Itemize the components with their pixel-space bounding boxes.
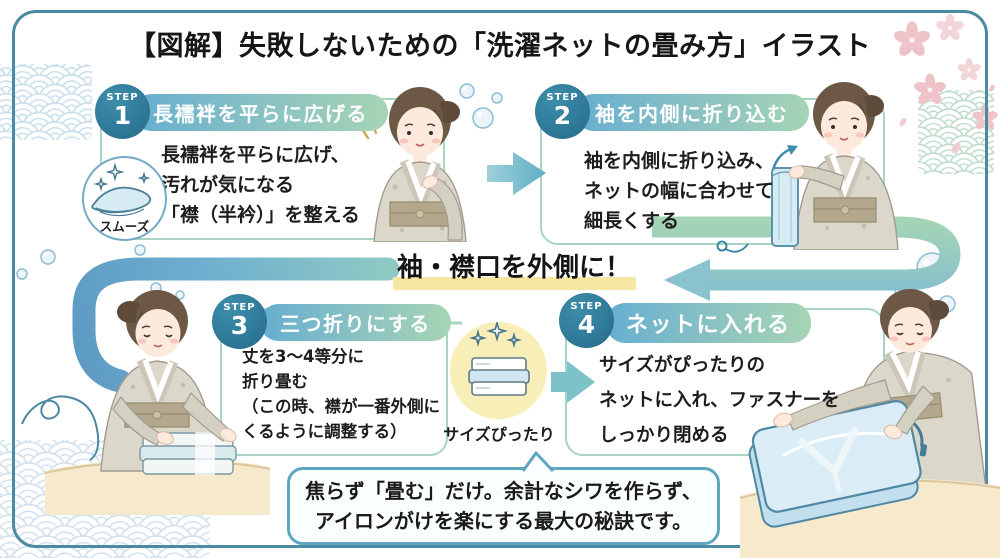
step1-heading: 長襦袢を平らに広げる (153, 102, 368, 126)
step1-body-line: 長襦袢を平らに広げ、 (161, 144, 350, 166)
step3-body-line: 丈を3〜4等分に (242, 347, 364, 366)
step2-heading: 袖を内側に折り込む (595, 102, 789, 126)
step2-body-line: 細長くする (584, 210, 680, 233)
step3-body: 丈を3〜4等分に 折り畳む （この時、襟が一番外側に くるように調整する） (242, 344, 440, 444)
woman4-scene (739, 289, 1000, 558)
step1-badge: STEP 1 (95, 84, 150, 139)
footer-note: 焦らず「畳む」だけ。余計なシワを作らず、 アイロンがけを楽にする最大の秘訣です。 (287, 467, 720, 545)
folded-nagajuban-strip (771, 167, 799, 247)
flow-banner: 袖・襟口を外側に！ (393, 247, 636, 290)
fit-size-badge (450, 320, 547, 419)
step3-heading-pill: 三つ折りにする (260, 304, 451, 341)
step1-body-line: 「襟（半衿）」を整える (161, 204, 360, 227)
fit-size-caption: サイズぴったり (443, 425, 555, 444)
step3-body-line: 折り畳む (242, 372, 308, 392)
step2-body-line: 袖を内側に折り込み、 (584, 150, 775, 172)
step4-badge-word: STEP (570, 301, 603, 313)
step2-heading-pill: 袖を内側に折り込む (575, 94, 809, 131)
step1-woman-illustration (373, 87, 467, 242)
step4-body-line: ネットに入れ、ファスナーを (599, 390, 840, 412)
note-tail (521, 451, 555, 472)
step2-body-line: ネットの幅に合わせて (584, 180, 775, 203)
banner-highlight (393, 277, 636, 290)
step2-badge: STEP 2 (535, 84, 590, 139)
footer-note-line: アイロンがけを楽にする最大の秘訣です。 (314, 509, 693, 533)
step4-heading: ネットに入れる (626, 313, 791, 338)
step1-badge-word: STEP (106, 92, 139, 104)
smooth-icon-caption: スムーズ (99, 219, 150, 234)
step1-body-line: 汚れが気になる (161, 174, 295, 197)
outer-frame (12, 10, 988, 548)
page-title: 【図解】失敗しないための「洗濯ネットの畳み方」イラスト (129, 31, 871, 62)
step1-badge-number: 1 (113, 101, 132, 131)
step2-badge-number: 2 (553, 101, 572, 131)
step2-body: 袖を内側に折り込み、 ネットの幅に合わせて 細長くする (584, 146, 774, 236)
step3-heading: 三つ折りにする (280, 312, 431, 336)
banner-text: 袖・襟口を外側に！ (397, 253, 632, 283)
step3-body-line: くるように調整する） (242, 422, 407, 442)
woman1 (373, 87, 467, 242)
sakura-petal (989, 84, 995, 92)
step2-badge-word: STEP (546, 92, 579, 104)
step1-heading-pill: 長襦袢を平らに広げる (133, 94, 388, 131)
folded-towels-icon (468, 320, 530, 396)
smooth-cloth-badge: スムーズ (82, 156, 167, 241)
footer-note-line: 焦らず「畳む」だけ。余計なシワを作らず、 (305, 479, 702, 503)
step3-badge: STEP 3 (212, 294, 267, 349)
smooth-cloth-icon (91, 162, 152, 217)
step4-badge-number: 4 (577, 310, 596, 340)
step4-body: サイズがぴったりの ネットに入れ、ファスナーを しっかり閉める (599, 348, 840, 453)
step4-woman-illustration (739, 289, 1000, 558)
step4-body-line: しっかり閉める (599, 425, 729, 447)
step3-body-line: （この時、襟が一番外側に (242, 397, 440, 417)
step3-badge-number: 3 (230, 311, 249, 341)
step4-body-line: サイズがぴったりの (599, 355, 765, 376)
step1-body: 長襦袢を平らに広げ、 汚れが気になる 「襟（半衿）」を整える (161, 140, 360, 230)
step4-heading-pill: ネットに入れる (606, 303, 811, 343)
step4-badge: STEP 4 (559, 293, 614, 348)
